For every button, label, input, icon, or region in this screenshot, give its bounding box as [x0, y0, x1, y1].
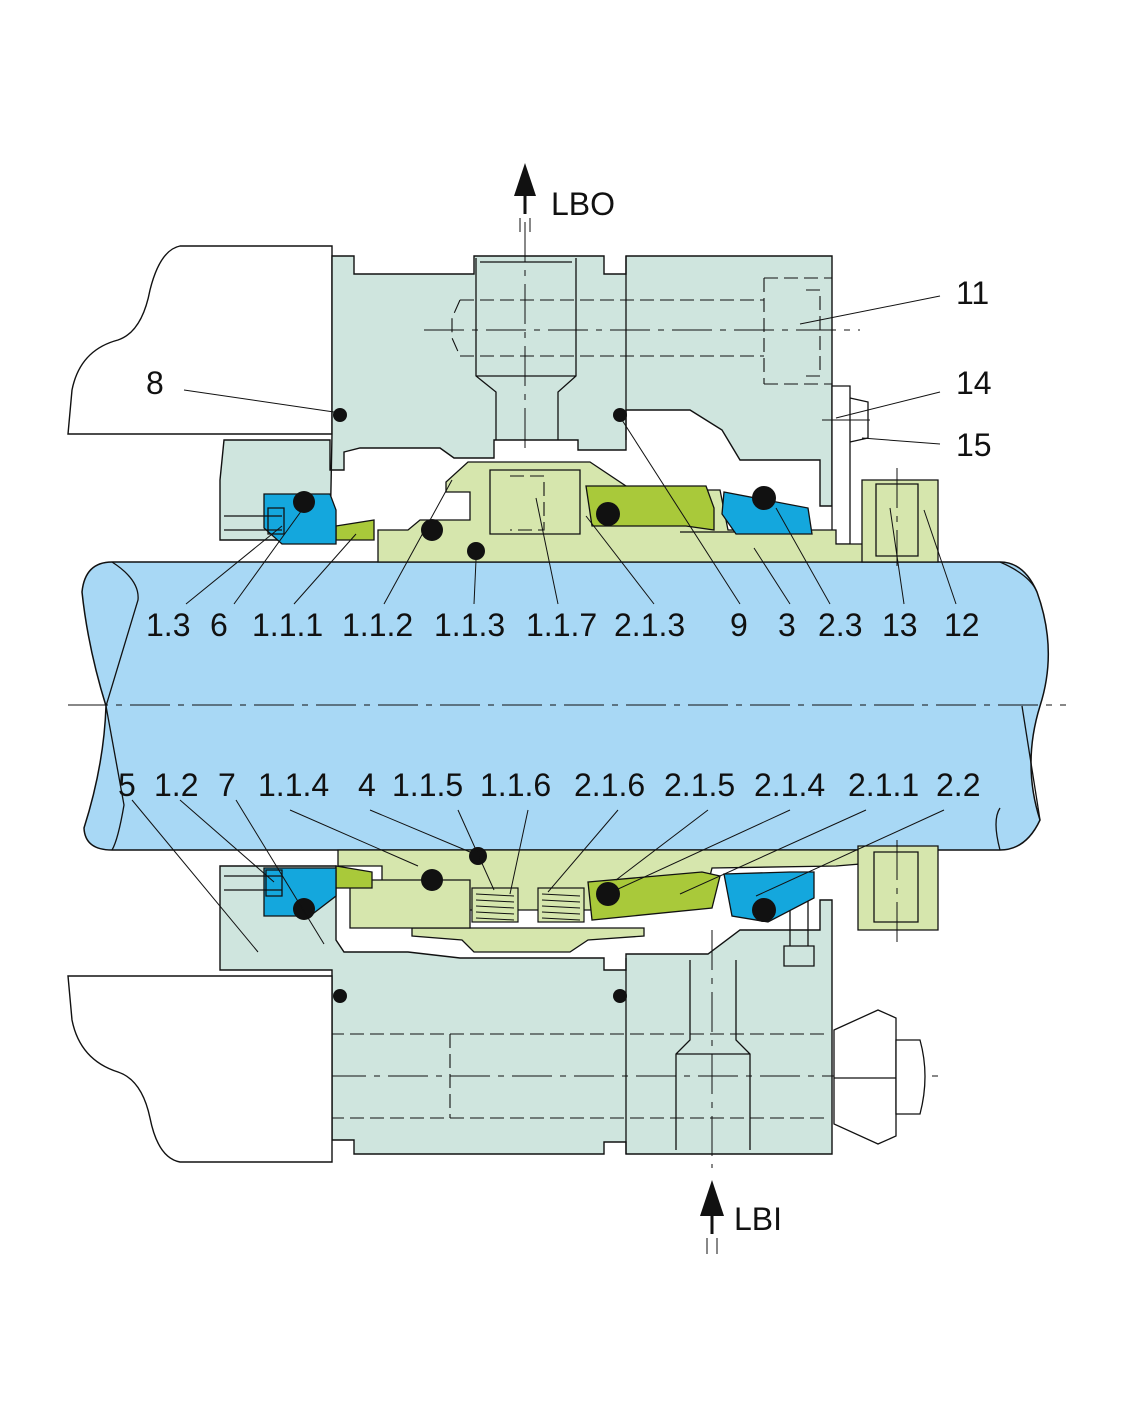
- label-14: 14: [956, 365, 992, 401]
- label-4: 4: [358, 767, 376, 803]
- o-ring: [421, 519, 443, 541]
- label-1-1-2: 1.1.2: [342, 607, 413, 643]
- label-2-1-4: 2.1.4: [754, 767, 825, 803]
- label-1-3: 1.3: [146, 607, 190, 643]
- o-ring: [613, 408, 627, 422]
- o-ring: [752, 486, 776, 510]
- label-7: 7: [218, 767, 236, 803]
- o-ring: [596, 502, 620, 526]
- part-labels: 11 14 15 8 1.3 6 1.1.1 1.1.2 1.1.3 1.1.7…: [118, 275, 992, 803]
- o-ring: [333, 408, 347, 422]
- inlet-arrow: [700, 1180, 724, 1254]
- pump-housing-lower: [67, 975, 333, 1163]
- label-15: 15: [956, 427, 992, 463]
- o-ring: [293, 491, 315, 513]
- label-1-1-1: 1.1.1: [252, 607, 323, 643]
- o-ring: [613, 989, 627, 1003]
- spring: [537, 887, 585, 923]
- spring: [471, 887, 519, 923]
- o-ring: [469, 847, 487, 865]
- label-3: 3: [778, 607, 796, 643]
- o-ring: [293, 898, 315, 920]
- label-2-1-5: 2.1.5: [664, 767, 735, 803]
- o-ring: [333, 989, 347, 1003]
- outlet-label: LBO: [551, 186, 615, 222]
- label-1-1-4: 1.1.4: [258, 767, 329, 803]
- inlet-label: LBI: [734, 1201, 782, 1237]
- label-13: 13: [882, 607, 918, 643]
- label-12: 12: [944, 607, 980, 643]
- rotating-face-lower: [335, 865, 721, 921]
- sleeve-lower: [337, 840, 939, 953]
- label-2-1-3: 2.1.3: [614, 607, 685, 643]
- o-ring: [596, 882, 620, 906]
- label-1-1-5: 1.1.5: [392, 767, 463, 803]
- label-6: 6: [210, 607, 228, 643]
- label-2-3: 2.3: [818, 607, 862, 643]
- nut-lower: [833, 1009, 926, 1145]
- label-1-1-6: 1.1.6: [480, 767, 551, 803]
- o-ring: [467, 542, 485, 560]
- label-1-2: 1.2: [154, 767, 198, 803]
- leader-lines: [131, 295, 957, 953]
- outlet-arrow: [514, 163, 536, 232]
- stationary-seat-upper: [224, 491, 813, 545]
- label-2-2: 2.2: [936, 767, 980, 803]
- label-2-1-1: 2.1.1: [848, 767, 919, 803]
- label-1-1-3: 1.1.3: [434, 607, 505, 643]
- o-rings-upper: [293, 408, 776, 560]
- label-11: 11: [956, 275, 989, 311]
- stationary-seat-lower: [224, 867, 815, 923]
- label-9: 9: [730, 607, 748, 643]
- o-rings-lower: [293, 847, 776, 1003]
- label-1-1-7: 1.1.7: [526, 607, 597, 643]
- label-2-1-6: 2.1.6: [574, 767, 645, 803]
- shaft: [68, 561, 1066, 851]
- o-ring: [421, 869, 443, 891]
- gland-upper: [219, 222, 870, 545]
- label-5: 5: [118, 767, 136, 803]
- o-ring: [752, 898, 776, 922]
- label-8: 8: [146, 365, 164, 401]
- pump-housing-upper: [67, 245, 333, 435]
